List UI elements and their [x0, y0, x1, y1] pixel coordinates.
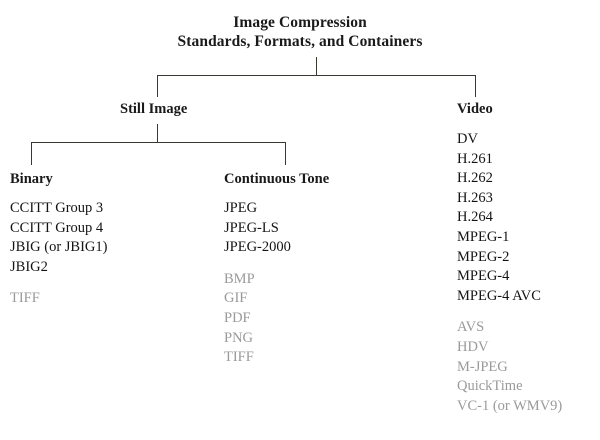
list-item: JBIG2 — [10, 258, 48, 275]
list-item: JPEG-2000 — [224, 239, 291, 256]
list-item: M-JPEG — [457, 358, 508, 375]
video-formats-list: AVS HDV M-JPEG QuickTime VC-1 (or WMV9) — [457, 318, 562, 416]
list-item: PNG — [224, 329, 254, 346]
continuous-tone-standards-list: JPEG JPEG-LS JPEG-2000 — [224, 199, 329, 258]
list-item: CCITT Group 3 — [10, 200, 104, 216]
list-item: MPEG-4 AVC — [457, 287, 541, 304]
list-item: AVS — [457, 319, 485, 336]
connector-still-image-stem — [157, 124, 158, 143]
list-item: TIFF — [10, 290, 40, 307]
binary-standards-list: CCITT Group 3 CCITT Group 4 JBIG (or JBI… — [10, 199, 107, 277]
binary-formats-list: TIFF — [10, 289, 107, 309]
list-item: HDV — [457, 338, 489, 355]
list-item: JPEG — [224, 200, 258, 216]
list-item: QuickTime — [457, 378, 523, 395]
list-item: H.261 — [457, 150, 493, 167]
list-item: BMP — [224, 270, 255, 287]
connector-still-image-to-continuous-tone — [285, 142, 286, 165]
list-item: MPEG-2 — [457, 248, 510, 265]
diagram-title-line-1: Image Compression — [233, 14, 367, 31]
list-item: JPEG-LS — [224, 219, 279, 236]
list-item: VC-1 (or WMV9) — [457, 397, 563, 414]
connector-still-image-bar — [31, 142, 286, 143]
column-heading-binary: Binary — [10, 171, 53, 187]
continuous-tone-formats-list: BMP GIF PDF PNG TIFF — [224, 270, 329, 368]
connector-root-to-video — [475, 75, 476, 97]
column-continuous-tone: Continuous Tone JPEG JPEG-LS JPEG-2000 B… — [224, 171, 329, 368]
video-standards-list: DV H.261 H.262 H.263 H.264 MPEG-1 MPEG-2… — [457, 130, 562, 306]
list-item: MPEG-4 — [457, 268, 510, 285]
list-item: PDF — [224, 309, 251, 326]
connector-root-stem — [316, 57, 317, 76]
diagram-title: Image Compression Standards, Formats, an… — [0, 13, 600, 51]
column-video: DV H.261 H.262 H.263 H.264 MPEG-1 MPEG-2… — [457, 130, 562, 416]
list-item: TIFF — [224, 349, 254, 366]
connector-still-image-to-binary — [31, 142, 32, 165]
branch-label-still-image: Still Image — [120, 101, 188, 117]
list-item: CCITT Group 4 — [10, 219, 104, 236]
diagram-title-line-2: Standards, Formats, and Containers — [177, 33, 423, 50]
list-item: GIF — [224, 290, 248, 307]
list-item: MPEG-1 — [457, 228, 510, 245]
list-item: H.263 — [457, 189, 493, 206]
list-item: DV — [457, 131, 478, 147]
connector-root-bar — [157, 75, 476, 76]
column-heading-continuous-tone: Continuous Tone — [224, 171, 330, 187]
column-binary: Binary CCITT Group 3 CCITT Group 4 JBIG … — [10, 171, 107, 309]
list-item: H.262 — [457, 170, 493, 187]
connector-root-to-still-image — [157, 75, 158, 97]
list-item: H.264 — [457, 209, 493, 226]
branch-label-video: Video — [457, 101, 493, 117]
list-item: JBIG (or JBIG1) — [10, 239, 108, 256]
